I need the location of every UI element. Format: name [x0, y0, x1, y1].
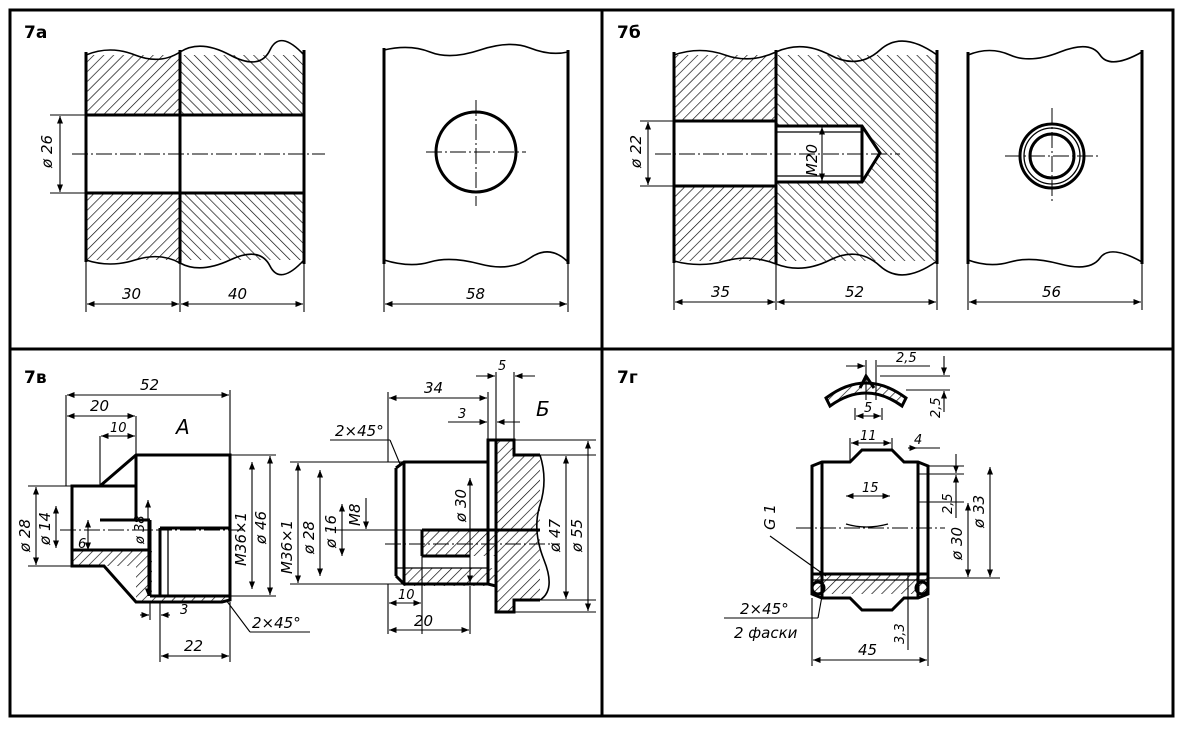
part-b-dim-d47: ø 47: [546, 519, 564, 553]
panel-7b-front-view: [966, 45, 1144, 268]
g-dim-d33: ø 33: [970, 495, 988, 529]
g-dim-4: 4: [914, 433, 922, 448]
g-dim-45: 45: [858, 641, 877, 659]
panel-7g: 7г 2,5 2,5 5: [617, 351, 1000, 666]
panel-7g-label: 7г: [617, 368, 638, 388]
sheet-frame: [8, 8, 1175, 718]
part-b-dim-3: 3: [458, 407, 466, 422]
g-dim-5: 5: [864, 401, 872, 416]
part-a-dim-22: 22: [184, 637, 203, 655]
panel-7a: 7а ø 26 30 40: [24, 23, 570, 312]
part-b-dim-m8: M8: [346, 504, 364, 527]
g-chamfer-note: 2 фаски: [734, 624, 798, 642]
part-b-dim-d55: ø 55: [568, 519, 586, 553]
part-a-dim-6: 6: [78, 537, 86, 552]
g-chamfer: 2×45°: [740, 600, 789, 618]
panel-7a-section: [72, 39, 325, 276]
g-dim-2-5-a: 2,5: [896, 351, 917, 366]
part-a-dim-20: 20: [90, 397, 109, 415]
dim-m20: M20: [803, 144, 821, 176]
part-b-letter: Б: [536, 397, 550, 421]
part-a-dim-m36: M36×1: [232, 512, 250, 566]
part-b-drawing: [385, 438, 560, 614]
part-a-dim-d46: ø 46: [252, 511, 270, 545]
dim-dia-26: ø 26: [38, 135, 56, 169]
dim-30: 30: [122, 285, 141, 303]
part-b-dim-20: 20: [414, 612, 433, 630]
dim-35: 35: [711, 283, 730, 301]
part-a-letter: A: [174, 415, 190, 439]
part-b-dim-d16: ø 16: [322, 515, 340, 549]
g-dim-15: 15: [862, 481, 879, 496]
dim-58: 58: [466, 285, 485, 303]
g-dim-3-3: 3,3: [893, 623, 908, 644]
dim-52: 52: [845, 283, 864, 301]
part-a-dim-10: 10: [110, 421, 127, 436]
dim-40: 40: [228, 285, 247, 303]
part-a-dim-d28: ø 28: [16, 519, 34, 553]
g-dim-2-5-c: 2,5: [941, 493, 956, 514]
part-a-dim-d38: ø 38: [133, 515, 148, 545]
part-b-chamfer: 2×45°: [335, 422, 384, 440]
panel-7v-label: 7в: [24, 368, 47, 388]
panel-7v: 7в A 52 20 10: [16, 359, 596, 662]
part-b-dim-10: 10: [398, 588, 415, 603]
dim-dia-22: ø 22: [627, 135, 645, 169]
g-dim-d30: ø 30: [948, 527, 966, 561]
part-a-dim-52: 52: [140, 376, 159, 394]
part-a-dim-d14: ø 14: [36, 512, 54, 546]
dim-56: 56: [1042, 283, 1061, 301]
part-b-dim-d28: ø 28: [300, 521, 318, 555]
part-b-dim-5: 5: [498, 359, 506, 374]
part-b-dim-m36: M36×1: [278, 520, 296, 574]
panel-7a-front-view: [382, 43, 570, 268]
g-dim-2-5-b: 2,5: [929, 397, 944, 418]
panel-7a-label: 7а: [24, 23, 47, 43]
g-thread-g1: G 1: [761, 504, 779, 530]
part-b-dim-34: 34: [424, 379, 443, 397]
panel-7b-section: [655, 40, 939, 276]
panel-7b-label: 7б: [617, 23, 641, 43]
part-a-chamfer: 2×45°: [252, 614, 301, 632]
part-a-dim-3: 3: [180, 603, 188, 618]
g-dim-11: 11: [860, 429, 877, 444]
panel-7b: 7б ø 22 M20 35 52: [617, 23, 1144, 310]
part-b-dim-d30: ø 30: [452, 489, 470, 523]
